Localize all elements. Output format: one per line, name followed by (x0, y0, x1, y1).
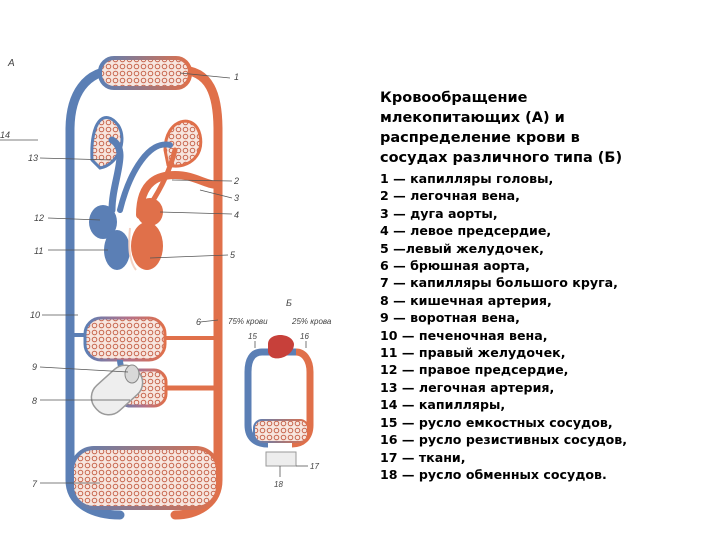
label-6: 6 (196, 317, 201, 327)
legend-item: 9 — воротная вена, (380, 309, 710, 326)
exchange-capillaries (254, 420, 308, 442)
heart (89, 198, 163, 270)
label-8: 8 (32, 396, 37, 406)
label-14: 14 (0, 130, 10, 140)
caption-title-line: сосудах различного типа (Б) (380, 148, 710, 168)
legend-item: 11 — правый желудочек, (380, 344, 710, 361)
legend-item: 4 — левое предсердие, (380, 222, 710, 239)
label-15: 15 (248, 332, 257, 341)
label-3: 3 (234, 193, 239, 203)
label-4: 4 (234, 210, 239, 220)
caption-block: Кровообращение млекопитающих (А) и распр… (380, 88, 710, 483)
label-2: 2 (233, 176, 239, 186)
legend-item: 6 — брюшная аорта, (380, 257, 710, 274)
label-11: 11 (34, 246, 43, 256)
legend-item: 14 — капилляры, (380, 396, 710, 413)
lung-capillaries (92, 118, 201, 168)
legend-item: 7 — капилляры большого круга, (380, 274, 710, 291)
label-13: 13 (28, 153, 38, 163)
left-atrium (137, 198, 163, 226)
label-5: 5 (230, 250, 236, 260)
legend-item: 1 — капилляры головы, (380, 170, 710, 187)
body-capillaries (72, 448, 218, 508)
panel-a-label: А (7, 58, 15, 69)
vessel-bed-diagram (248, 335, 310, 466)
label-7: 7 (32, 479, 38, 489)
caption-title-line: распределение крови в (380, 128, 710, 148)
legend-item: 8 — кишечная артерия, (380, 292, 710, 309)
label-10: 10 (30, 310, 40, 320)
legend-item: 2 — легочная вена, (380, 187, 710, 204)
percent-right: 25% крова (291, 317, 332, 326)
label-1: 1 (234, 72, 239, 82)
circulation-diagram: А (0, 40, 370, 540)
tissue-block (266, 452, 296, 466)
legend-list: 1 — капилляры головы, 2 — легочная вена,… (380, 170, 710, 483)
legend-item: 5 —левый желудочек, (380, 240, 710, 257)
caption-title: Кровообращение млекопитающих (А) и распр… (380, 88, 710, 168)
caption-title-line: млекопитающих (А) и (380, 108, 710, 128)
legend-item: 12 — правое предсердие, (380, 361, 710, 378)
head-capillaries (100, 58, 190, 88)
label-12: 12 (34, 213, 44, 223)
liver-capillaries (85, 318, 165, 360)
label-16: 16 (300, 332, 309, 341)
percent-left: 75% крови (228, 317, 268, 326)
legend-item: 17 — ткани, (380, 449, 710, 466)
panel-b-label: Б (286, 298, 292, 308)
left-ventricle (131, 222, 163, 270)
legend-item: 18 — русло обменных сосудов. (380, 466, 710, 483)
legend-item: 3 — дуга аорты, (380, 205, 710, 222)
legend-item: 13 — легочная артерия, (380, 379, 710, 396)
legend-item: 16 — русло резистивных сосудов, (380, 431, 710, 448)
label-18: 18 (274, 480, 283, 489)
caption-title-line: Кровообращение (380, 88, 710, 108)
label-9: 9 (32, 362, 37, 372)
intestine (85, 359, 149, 422)
legend-item: 10 — печеночная вена, (380, 327, 710, 344)
label-17: 17 (310, 462, 319, 471)
legend-item: 15 — русло емкостных сосудов, (380, 414, 710, 431)
